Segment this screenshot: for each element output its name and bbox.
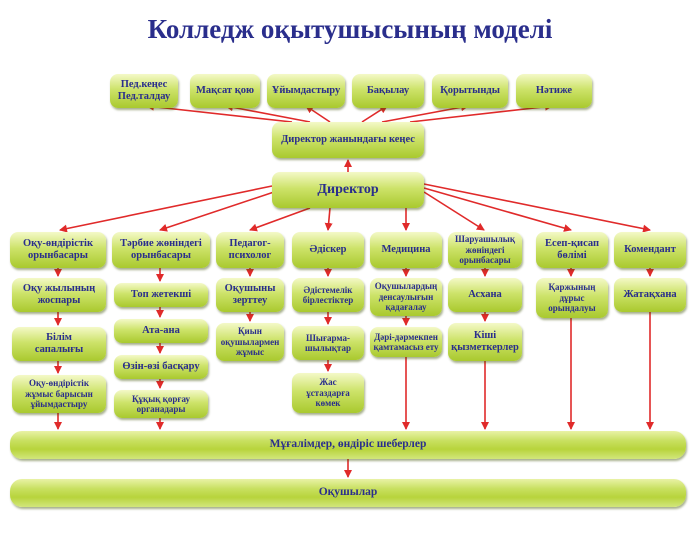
box-law-enforcement: Құқық қорғау органадары (114, 390, 208, 418)
box-method-associations: Әдістемелік бірлестіктер (292, 278, 364, 312)
box-canteen: Асхана (448, 278, 522, 312)
box-finance-execution: Қаржының дұрыс орындалуы (536, 278, 608, 318)
box-deputy-production: Оқу-өндірістік орынбасары (10, 232, 106, 268)
arrow-7 (59, 185, 273, 233)
box-result: Нәтиже (516, 74, 592, 108)
arrow-3 (361, 105, 388, 123)
box-director-council: Директор жанындағы кеңес (272, 122, 424, 158)
arrow-13 (423, 187, 572, 232)
box-dormitory: Жатақхана (614, 278, 686, 312)
arrow-14 (423, 183, 651, 233)
box-methodist: Әдіскер (292, 232, 364, 268)
box-parents: Ата-ана (114, 319, 208, 343)
arrow-4 (381, 103, 469, 123)
box-edu-quality: Білім сапалығы (12, 327, 106, 361)
box-goal-setting: Мақсат қою (190, 74, 260, 108)
box-student-research: Оқушыны зерттеу (216, 278, 284, 312)
box-difficult-students: Қиын оқушылармен жұмыс (216, 323, 284, 361)
box-conclusion: Қорытынды (432, 74, 508, 108)
box-accounting: Есеп-қисап бөлімі (536, 232, 608, 268)
box-ped-council: Пед.кеңес Пед.талдау (110, 74, 178, 108)
box-deputy-household: Шаруашылық жөніндегі орынбасары (448, 232, 522, 268)
box-teachers: Мұғалімдер, өндіріс шеберлер (10, 431, 686, 459)
arrow-5 (409, 102, 553, 123)
arrow-0 (146, 102, 293, 123)
box-medicine-supply: Дәрі-дәрмекпен қамтамасыз ету (370, 327, 442, 357)
box-psychologist: Педагог- психолог (216, 232, 284, 268)
box-self-government: Өзін-өзі басқару (114, 355, 208, 379)
page-title: Колледж оқытушысының моделі (147, 14, 553, 44)
box-control: Бақылау (352, 74, 424, 108)
box-year-plan: Оқу жылының жоспары (12, 278, 106, 312)
arrow-8 (159, 191, 275, 232)
arrow-9 (249, 207, 311, 232)
box-commandant: Комендант (614, 232, 686, 268)
box-creativity: Шығарма- шылықтар (292, 326, 364, 360)
box-director: Директор (272, 172, 424, 208)
box-deputy-upbringing: Тәрбие жөніндегі орынбасары (112, 232, 210, 268)
box-junior-staff: Кіші қызметкерлер (448, 323, 522, 361)
box-students: Оқушылар (10, 479, 686, 507)
box-young-teachers: Жас ұстаздарға көмек (292, 373, 364, 413)
arrow-12 (423, 191, 485, 231)
arrow-2 (305, 105, 331, 123)
box-production-work: Оқу-өндірістік жұмыс барысын ұйымдастыру (12, 375, 106, 413)
box-health-monitoring: Оқушылардың денсаулығын қадағалау (370, 278, 442, 316)
box-group-leader: Топ жетекші (114, 283, 208, 307)
arrow-1 (225, 103, 311, 123)
box-medicine: Медицина (370, 232, 442, 268)
arrow-10 (324, 207, 333, 231)
box-organization: Ұйымдастыру (267, 74, 345, 108)
